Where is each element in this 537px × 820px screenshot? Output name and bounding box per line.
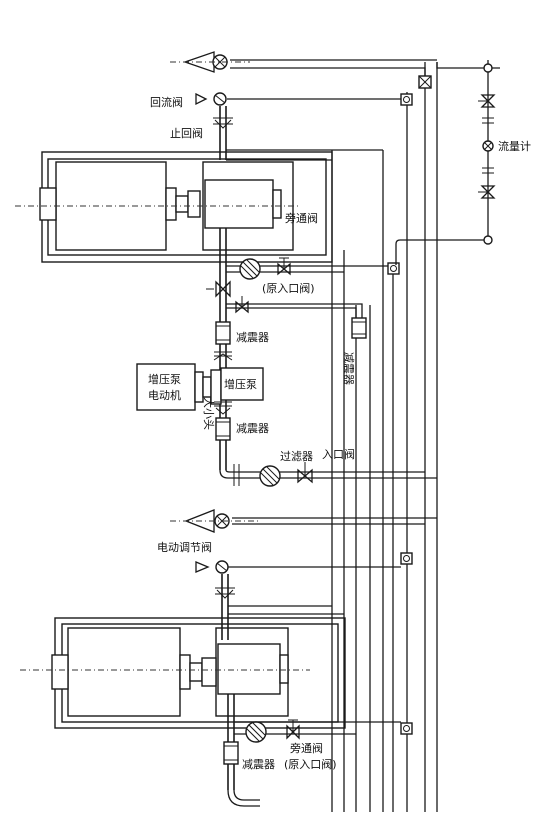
booster-pump-motor-line1: 增压泵 xyxy=(148,372,181,386)
return-valve-label: 回流阀 xyxy=(150,95,183,109)
damper-icon xyxy=(215,417,231,441)
flow-meter-label: 流量计 xyxy=(498,139,531,153)
reducer-label: 大小头 xyxy=(202,397,216,430)
original-inlet-valve-top-label: (原入口阀) xyxy=(262,281,315,295)
junction-box-icon xyxy=(400,93,413,106)
pipe-end-icon xyxy=(483,63,493,73)
valve-icon xyxy=(480,185,496,199)
valve-icon xyxy=(480,94,496,108)
pump-body xyxy=(217,643,281,695)
damper-icon xyxy=(223,741,239,765)
valve-icon xyxy=(235,300,249,314)
bypass-valve-icon xyxy=(286,724,300,740)
junction-box-icon xyxy=(387,262,400,275)
return-valve-icon xyxy=(195,92,208,106)
damper-2-label: 减震器 xyxy=(236,422,269,435)
booster-pump-motor-line2: 电动机 xyxy=(148,388,181,402)
damper-vertical-label: 减震器 xyxy=(342,352,355,385)
pump-body xyxy=(204,179,274,229)
check-valve-icon xyxy=(216,589,234,599)
bypass-valve-top-label: 旁通阀 xyxy=(285,211,318,225)
electric-control-valve-label: 电动调节阀 xyxy=(157,540,212,554)
flow-meter-branch: 流量计 xyxy=(395,60,531,265)
inlet-valve-icon xyxy=(215,280,231,298)
inlet-valve-label: 入口阀 xyxy=(322,447,355,461)
junction-box-icon xyxy=(400,552,413,565)
damper-icon xyxy=(351,317,367,339)
bypass-valve-icon xyxy=(277,262,291,276)
pipe-end-icon xyxy=(483,235,493,245)
filter-label: 过滤器 xyxy=(280,450,313,463)
original-inlet-valve-bottom-label: (原入口阀) xyxy=(284,757,337,771)
check-valve-label: 止回阀 xyxy=(170,126,203,140)
check-valve-icon xyxy=(214,119,232,129)
inlet-valve-icon xyxy=(297,468,313,484)
electric-control-valve-icon xyxy=(195,561,210,573)
booster-pump-motor xyxy=(136,363,196,411)
booster-pump xyxy=(220,367,264,401)
booster-pump-label: 增压泵 xyxy=(224,377,257,391)
damper-1-label: 减震器 xyxy=(236,331,269,344)
header-pipes xyxy=(331,62,438,812)
bottom-pump-unit: 电动调节阀 旁通阀 (原入口阀) xyxy=(20,509,437,807)
damper-3-label: 减震器 xyxy=(242,758,275,771)
top-pump-unit: 回流阀 止回阀 旁通阀 xyxy=(15,51,437,487)
junction-box-icon xyxy=(400,722,413,735)
damper-icon xyxy=(215,321,231,345)
bypass-valve-bottom-label: 旁通阀 xyxy=(290,741,323,755)
motor-housing xyxy=(67,627,181,717)
